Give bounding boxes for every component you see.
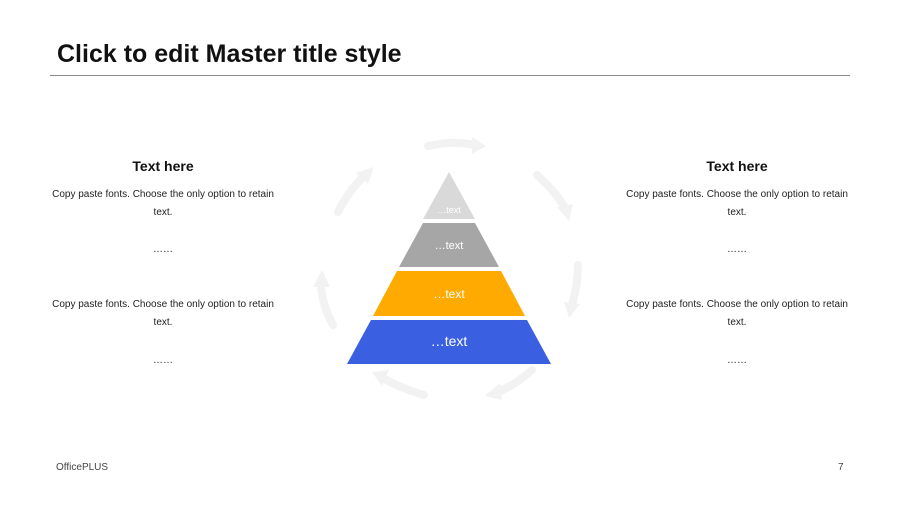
cycle-arrow-right (568, 261, 582, 309)
cycle-arrow-lower-left-head (313, 270, 330, 287)
left-paragraph-1: Copy paste fonts. Choose the only option… (52, 189, 274, 218)
cycle-arrow-right-head (564, 302, 580, 318)
cycle-arrow-upper-left (334, 174, 366, 216)
pyramid-level-4-label: …text (431, 333, 468, 349)
title-divider (50, 75, 850, 76)
cycle-arrow-upper-right-head (557, 204, 573, 221)
pyramid-level-3 (373, 271, 525, 316)
page-number: 7 (838, 462, 844, 473)
cycle-arrow-top-head (472, 137, 486, 154)
left-ellipsis-1: …… (153, 244, 173, 255)
left-ellipsis-2: …… (153, 355, 173, 366)
pyramid-level-3-label: …text (433, 287, 465, 301)
pyramid-level-1 (423, 172, 475, 219)
pyramid-level-2 (399, 223, 499, 267)
cycle-arrow-lower-right-head (485, 383, 502, 400)
right-paragraph-1: Copy paste fonts. Choose the only option… (626, 189, 848, 218)
pyramid-level-4 (347, 320, 551, 364)
pyramid-level-1-label: …text (437, 205, 461, 215)
right-heading: Text here (706, 158, 768, 174)
cycle-arrow-bottom-head (372, 370, 389, 386)
right-paragraph-2: Copy paste fonts. Choose the only option… (626, 299, 848, 328)
slide-title: Click to edit Master title style (57, 40, 402, 68)
footer-brand: OfficePLUS (56, 462, 109, 473)
pyramid: …text …text …text …text (347, 172, 551, 364)
right-ellipsis-2: …… (727, 355, 747, 366)
cycle-arrow-lower-left (317, 281, 337, 329)
cycle-arrow-bottom (379, 374, 428, 399)
cycle-arrow-upper-left-head (356, 167, 374, 184)
cycle-arrows (313, 137, 582, 400)
left-paragraph-2: Copy paste fonts. Choose the only option… (52, 299, 274, 328)
cycle-arrow-top (424, 138, 478, 150)
cycle-arrow-lower-right (494, 366, 536, 396)
pyramid-level-2-label: …text (435, 240, 464, 252)
right-ellipsis-1: …… (727, 244, 747, 255)
left-heading: Text here (132, 158, 194, 174)
cycle-arrow-upper-right (533, 171, 569, 212)
